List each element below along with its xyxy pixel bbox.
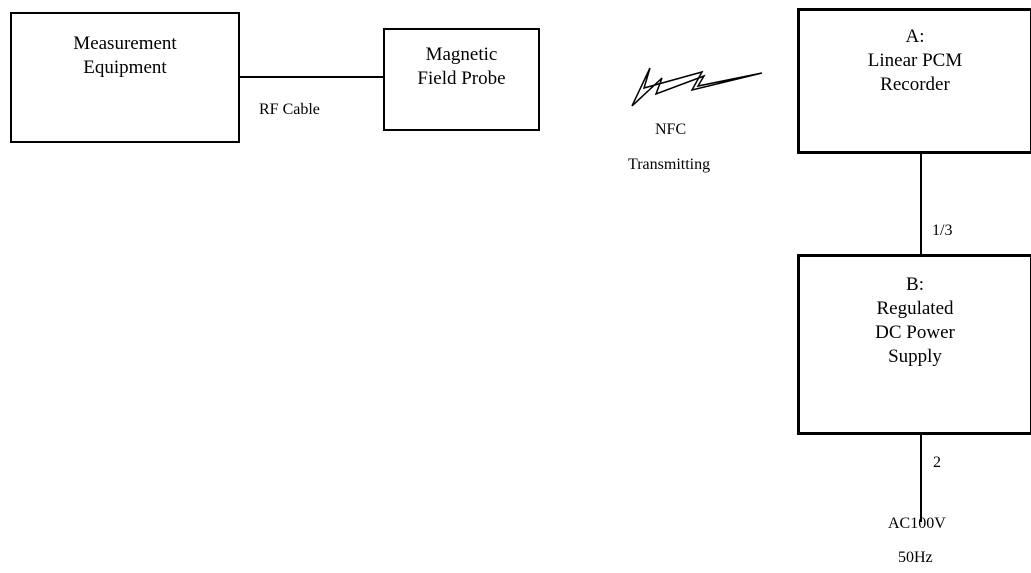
nfc-transmission-bolt-icon [631,67,763,107]
device-a-line1: A: [905,26,925,47]
regulated-dc-power-supply-box: B: Regulated DC Power Supply [797,254,1031,435]
device-b-line4: Supply [888,346,942,367]
device-b-line3: DC Power [875,322,955,343]
nfc-label: NFC [655,121,687,138]
linear-pcm-recorder-box: A: Linear PCM Recorder [797,8,1031,154]
device-b-line1: B: [906,274,924,295]
magnetic-field-probe-box: Magnetic Field Probe [383,28,540,131]
power-frequency-label: 50Hz [898,549,933,566]
measurement-equipment-box: Measurement Equipment [10,12,240,143]
power-voltage-label: AC100V [888,515,946,532]
device-b-line2: Regulated [876,298,954,319]
measurement-equipment-line2: Equipment [83,57,167,78]
device-a-line2: Linear PCM [867,50,963,71]
magnetic-probe-line1: Magnetic [425,44,498,65]
rf-cable-line [240,76,383,78]
cable-b-to-power [920,435,922,522]
cable-a-b-label: 1/3 [932,222,953,239]
cable-b-power-label: 2 [933,454,941,471]
device-a-line3: Recorder [880,74,950,95]
rf-cable-label: RF Cable [259,101,320,118]
cable-a-to-b [920,154,922,254]
magnetic-probe-line2: Field Probe [417,68,506,89]
measurement-equipment-line1: Measurement [73,33,177,54]
nfc-transmitting-label: Transmitting [628,156,711,173]
